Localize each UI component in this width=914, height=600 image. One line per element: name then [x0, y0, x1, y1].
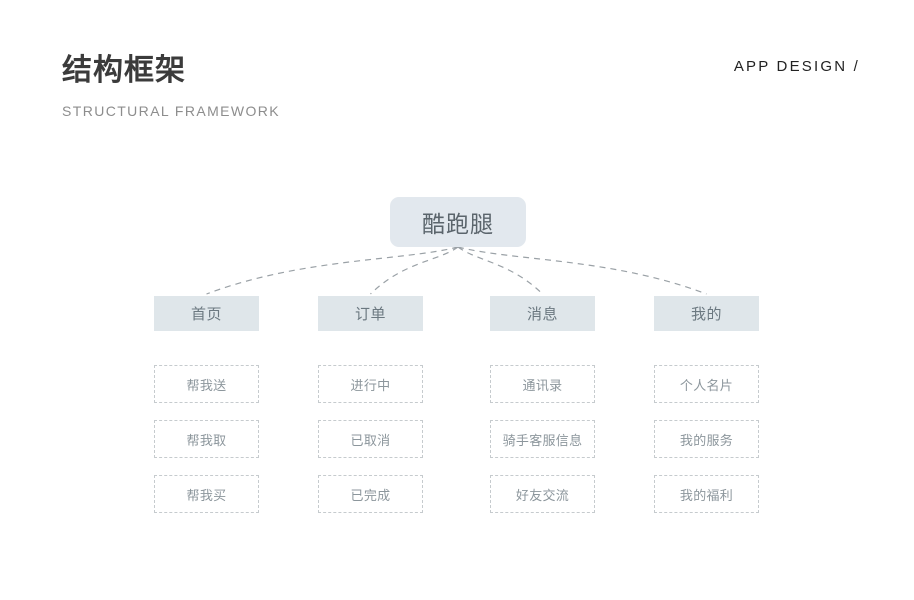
node-leaf-1-2[interactable]: 帮我取: [154, 420, 259, 458]
node-leaf-1-3[interactable]: 帮我买: [154, 475, 259, 513]
node-category-3[interactable]: 消息: [490, 296, 595, 331]
page-title: 结构框架: [62, 54, 186, 87]
connector-root-to-category-1: [206, 246, 459, 295]
node-leaf-2-3[interactable]: 已完成: [318, 475, 423, 513]
node-leaf-4-2[interactable]: 我的服务: [654, 420, 759, 458]
header-right-label: APP DESIGN /: [733, 58, 860, 75]
node-leaf-2-1[interactable]: 进行中: [318, 365, 423, 403]
node-category-4[interactable]: 我的: [654, 296, 759, 331]
node-root[interactable]: 酷跑腿: [390, 197, 526, 247]
connector-root-to-category-2: [370, 246, 459, 295]
node-leaf-4-3[interactable]: 我的福利: [654, 475, 759, 513]
node-leaf-3-2[interactable]: 骑手客服信息: [490, 420, 595, 458]
node-leaf-4-1[interactable]: 个人名片: [654, 365, 759, 403]
node-leaf-3-1[interactable]: 通讯录: [490, 365, 595, 403]
node-category-1[interactable]: 首页: [154, 296, 259, 331]
connector-root-to-category-3: [457, 246, 543, 295]
node-leaf-3-3[interactable]: 好友交流: [490, 475, 595, 513]
connector-root-to-category-4: [457, 246, 707, 295]
page-subtitle: STRUCTURAL FRAMEWORK: [62, 103, 281, 119]
node-leaf-2-2[interactable]: 已取消: [318, 420, 423, 458]
node-category-2[interactable]: 订单: [318, 296, 423, 331]
node-leaf-1-1[interactable]: 帮我送: [154, 365, 259, 403]
